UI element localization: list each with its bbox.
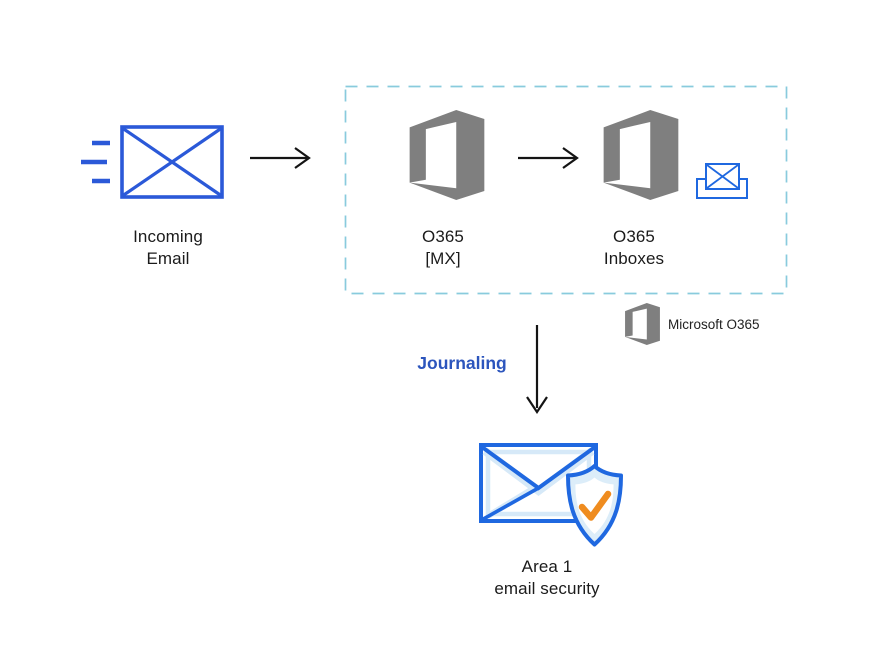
o365-inboxes-label: O365 Inboxes: [534, 226, 734, 270]
o365-inboxes-label-line1: O365: [613, 227, 655, 246]
incoming-email-label: Incoming Email: [63, 226, 273, 270]
arrow-down-icon: [526, 325, 548, 414]
o365-mx-label-line2: [MX]: [425, 249, 461, 268]
o365-inboxes-label-line2: Inboxes: [603, 249, 665, 268]
area1-label: Area 1 email security: [447, 556, 647, 600]
o365-mx-label: O365 [MX]: [343, 226, 543, 270]
speed-lines-icon: [81, 140, 110, 184]
incoming-email-label-line1: Incoming: [133, 227, 203, 246]
office365-logo-icon: [625, 303, 660, 345]
area1-label-line2: email security: [494, 579, 600, 598]
inbox-tray-icon: [696, 163, 748, 199]
envelope-icon: [120, 125, 224, 199]
office365-logo-icon: [409, 110, 485, 200]
shield-check-icon: [566, 464, 623, 547]
incoming-envelope-icon: [81, 125, 224, 199]
arrow-right-icon: [518, 147, 579, 169]
o365-zone-dashed-box: [344, 85, 788, 295]
legend-label: Microsoft O365: [668, 317, 760, 332]
incoming-email-label-line2: Email: [146, 249, 190, 268]
arrow-right-icon: [250, 147, 311, 169]
o365-mx-label-line1: O365: [422, 227, 464, 246]
area1-label-line1: Area 1: [521, 557, 573, 576]
journaling-label: Journaling: [417, 353, 507, 373]
office365-logo-icon: [603, 110, 679, 200]
area1-envelope-shield-icon: [479, 443, 623, 547]
